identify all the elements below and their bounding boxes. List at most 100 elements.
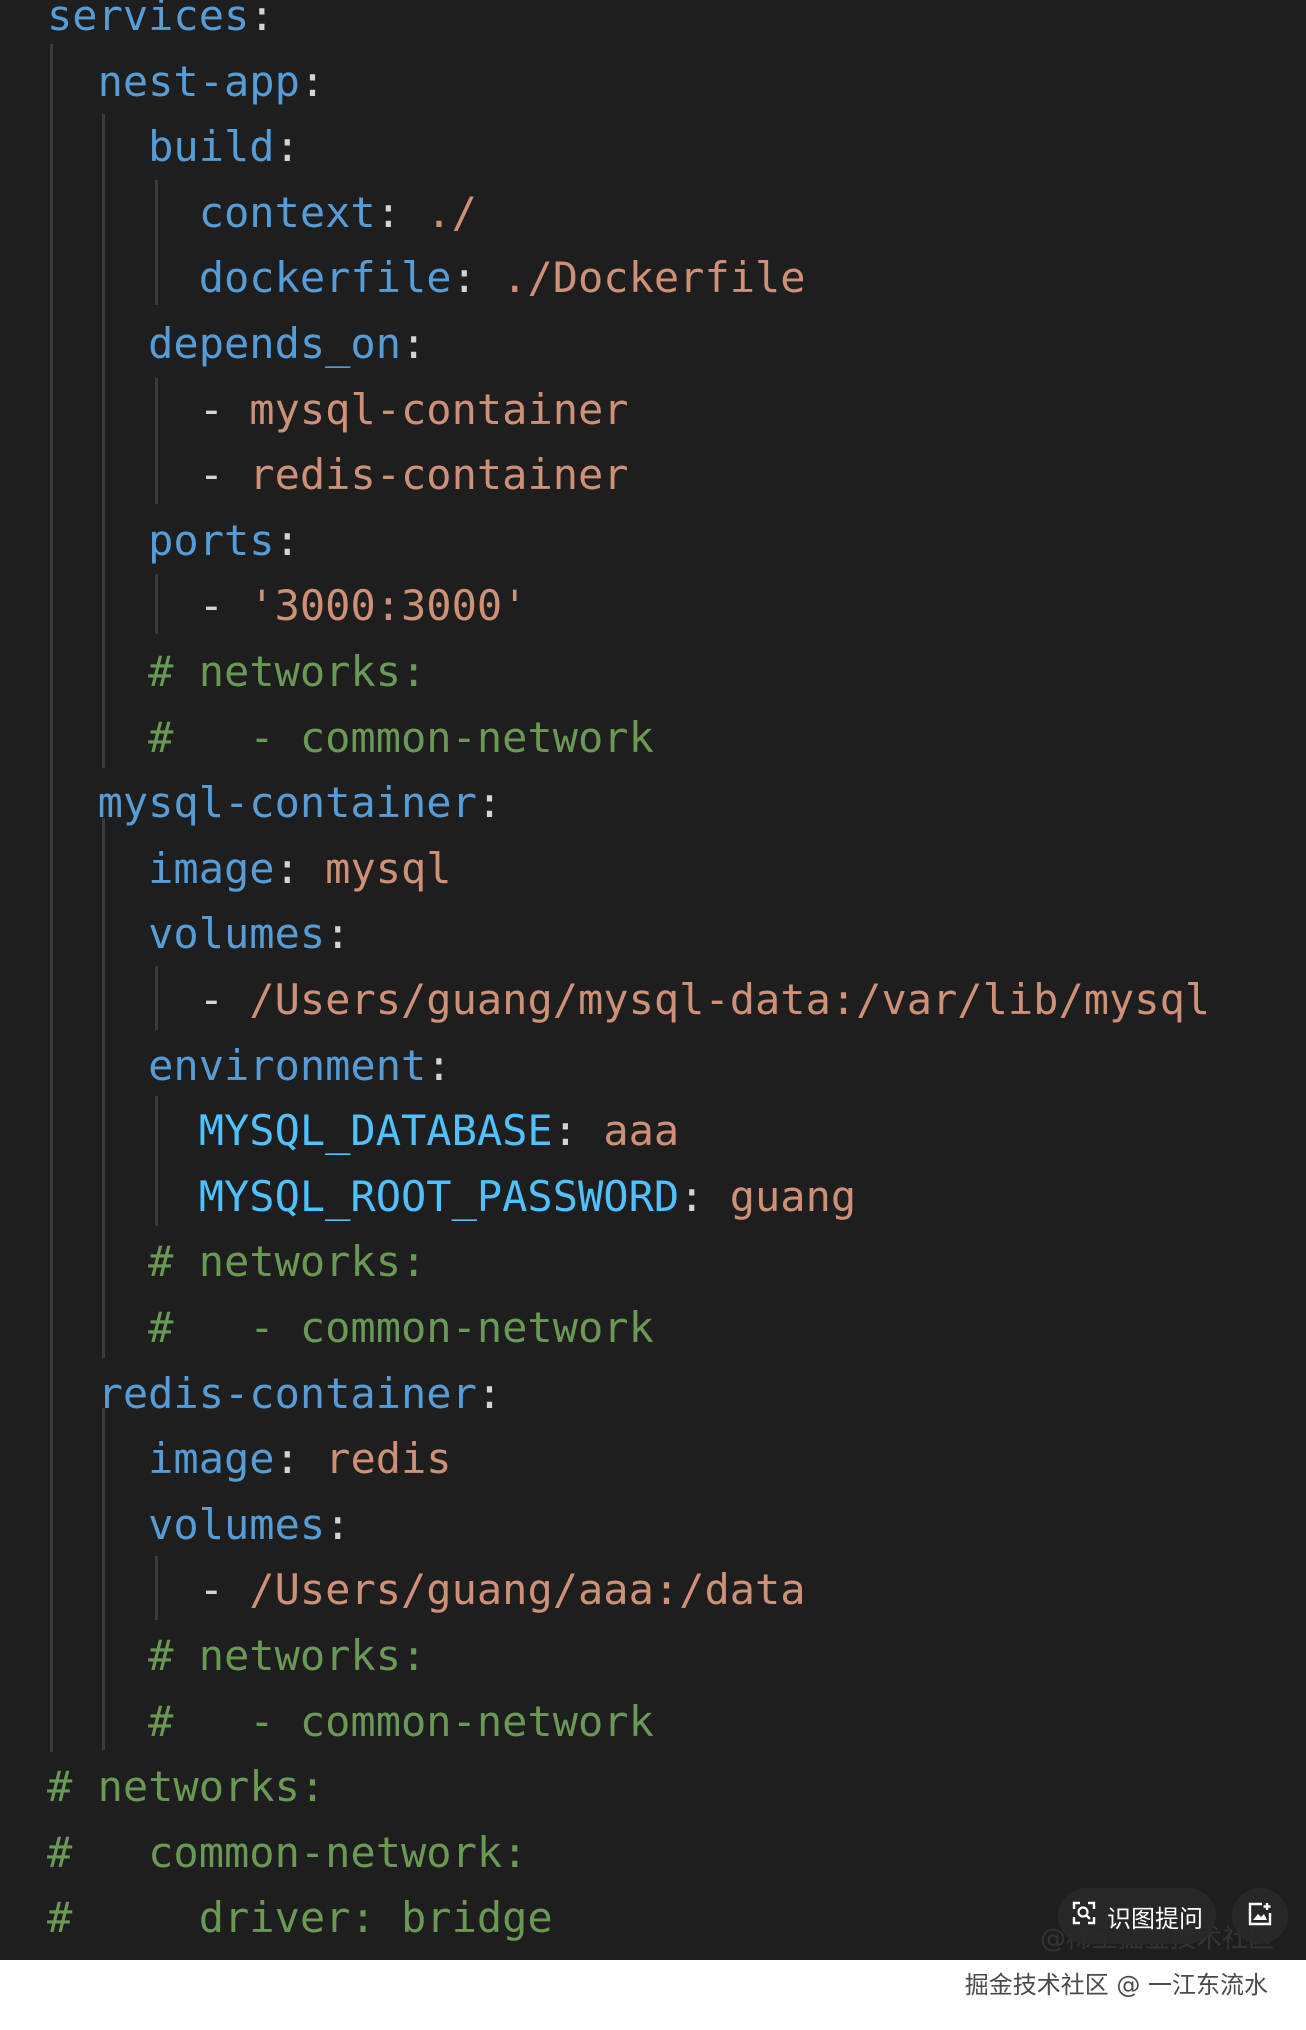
indent-guide bbox=[102, 1408, 105, 1750]
indent-guide bbox=[155, 1096, 158, 1226]
code-line: volumes: bbox=[47, 901, 350, 967]
ocr-ask-button[interactable]: 识图提问 bbox=[1058, 1888, 1216, 1944]
code-token: : bbox=[679, 1171, 730, 1221]
code-token: # networks: bbox=[47, 647, 427, 696]
scan-icon bbox=[1071, 1900, 1097, 1932]
code-token: : bbox=[249, 0, 275, 40]
code-token: redis-container bbox=[47, 1368, 477, 1418]
code-line: # networks: bbox=[47, 639, 426, 705]
indent-guide bbox=[155, 574, 158, 634]
code-line: - mysql-container bbox=[47, 377, 629, 443]
code-line: # networks: bbox=[47, 1229, 426, 1295]
code-token: # common-network: bbox=[47, 1827, 528, 1877]
indent-guide bbox=[155, 1556, 158, 1620]
code-token: # - common-network bbox=[47, 1696, 654, 1746]
code-token: /Users/guang/mysql-data:/var/lib/mysql bbox=[249, 975, 1211, 1024]
code-token: guang bbox=[729, 1171, 857, 1221]
code-token: build bbox=[47, 122, 275, 172]
code-token: : bbox=[274, 843, 326, 893]
code-line: - redis-container bbox=[47, 442, 629, 508]
code-line: image: mysql bbox=[47, 836, 452, 902]
code-token: image bbox=[47, 843, 275, 893]
code-line: # - common-network bbox=[47, 705, 654, 771]
code-token: # - common-network bbox=[47, 712, 654, 762]
code-token: /Users/guang/aaa:/data bbox=[249, 1565, 806, 1615]
code-token: : bbox=[401, 319, 427, 368]
code-line: # common-network: bbox=[47, 1820, 527, 1886]
code-token: services bbox=[47, 0, 250, 40]
code-line: - '3000:3000' bbox=[47, 573, 528, 639]
code-token: ./ bbox=[426, 187, 477, 237]
image-edit-button[interactable] bbox=[1232, 1888, 1288, 1944]
code-line: services: bbox=[47, 0, 275, 49]
code-token: volumes bbox=[47, 909, 326, 959]
code-line: # networks: bbox=[47, 1754, 325, 1820]
indent-guide bbox=[155, 966, 158, 1030]
code-line: - /Users/guang/aaa:/data bbox=[47, 1557, 806, 1623]
code-line: MYSQL_DATABASE: aaa bbox=[47, 1098, 679, 1164]
code-line: # - common-network bbox=[47, 1689, 654, 1755]
code-token: ports bbox=[47, 515, 275, 565]
code-token: - bbox=[47, 384, 250, 434]
code-token: MYSQL_DATABASE bbox=[47, 1106, 553, 1156]
source-watermark: 掘金技术社区 @ 一江东流水 bbox=[964, 1971, 1268, 1999]
code-line: build: bbox=[47, 114, 300, 180]
ocr-ask-label: 识图提问 bbox=[1107, 1904, 1203, 1933]
code-token: redis-container bbox=[249, 450, 629, 500]
code-token: : bbox=[325, 909, 351, 959]
code-token: mysql bbox=[325, 843, 452, 893]
code-token: redis bbox=[325, 1434, 452, 1484]
code-editor[interactable]: services: nest-app: build: context: ./ d… bbox=[0, 0, 1306, 1960]
indent-guide bbox=[155, 180, 158, 305]
code-line: - /Users/guang/mysql-data:/var/lib/mysql bbox=[47, 967, 1210, 1033]
code-token: depends_on bbox=[47, 319, 402, 368]
code-line: MYSQL_ROOT_PASSWORD: guang bbox=[47, 1164, 856, 1230]
code-token: ./Dockerfile bbox=[502, 253, 806, 303]
code-token: # networks: bbox=[47, 1762, 326, 1812]
indent-guide bbox=[155, 378, 158, 504]
code-token: : bbox=[476, 1368, 503, 1418]
code-line: environment: bbox=[47, 1033, 452, 1099]
code-line: mysql-container: bbox=[47, 770, 503, 836]
code-line: redis-container: bbox=[47, 1361, 503, 1427]
code-token: aaa bbox=[603, 1106, 680, 1156]
code-line: volumes: bbox=[47, 1492, 350, 1558]
code-token: - bbox=[47, 581, 250, 631]
code-line: # networks: bbox=[47, 1623, 426, 1689]
indent-guide bbox=[102, 114, 105, 768]
code-line: ports: bbox=[47, 508, 300, 574]
code-line: dockerfile: ./Dockerfile bbox=[47, 245, 806, 311]
code-token: : bbox=[375, 187, 427, 237]
code-token: MYSQL_ROOT_PASSWORD bbox=[47, 1171, 680, 1221]
code-token: # networks: bbox=[47, 1237, 427, 1287]
code-token: - bbox=[47, 450, 250, 500]
code-token: : bbox=[476, 778, 503, 828]
indent-guide bbox=[50, 44, 53, 1752]
code-token: mysql-container bbox=[249, 384, 629, 434]
code-token: : bbox=[299, 56, 326, 106]
code-token: # - common-network bbox=[47, 1303, 654, 1352]
code-line: image: redis bbox=[47, 1426, 452, 1492]
code-token: : bbox=[274, 1434, 326, 1484]
code-token: dockerfile bbox=[47, 253, 452, 303]
code-token: : bbox=[325, 1499, 351, 1549]
code-line: nest-app: bbox=[47, 49, 326, 115]
code-token: : bbox=[426, 1040, 452, 1090]
code-line: depends_on: bbox=[47, 311, 426, 377]
code-token: : bbox=[451, 253, 503, 303]
code-token: # driver: bridge bbox=[47, 1893, 553, 1943]
code-token: image bbox=[47, 1434, 275, 1484]
code-token: volumes bbox=[47, 1499, 326, 1549]
code-line: # - common-network bbox=[47, 1295, 654, 1361]
code-token: : bbox=[274, 122, 300, 172]
indent-guide bbox=[102, 818, 105, 1358]
code-token: # networks: bbox=[47, 1631, 427, 1680]
code-token: - bbox=[47, 1565, 250, 1615]
code-token: context bbox=[47, 187, 376, 237]
code-token: environment bbox=[47, 1040, 427, 1090]
image-edit-icon bbox=[1246, 1900, 1274, 1933]
code-line: context: ./ bbox=[47, 180, 477, 246]
code-token: - bbox=[47, 975, 250, 1024]
code-line: # driver: bridge bbox=[47, 1885, 553, 1951]
code-token: : bbox=[552, 1106, 604, 1156]
